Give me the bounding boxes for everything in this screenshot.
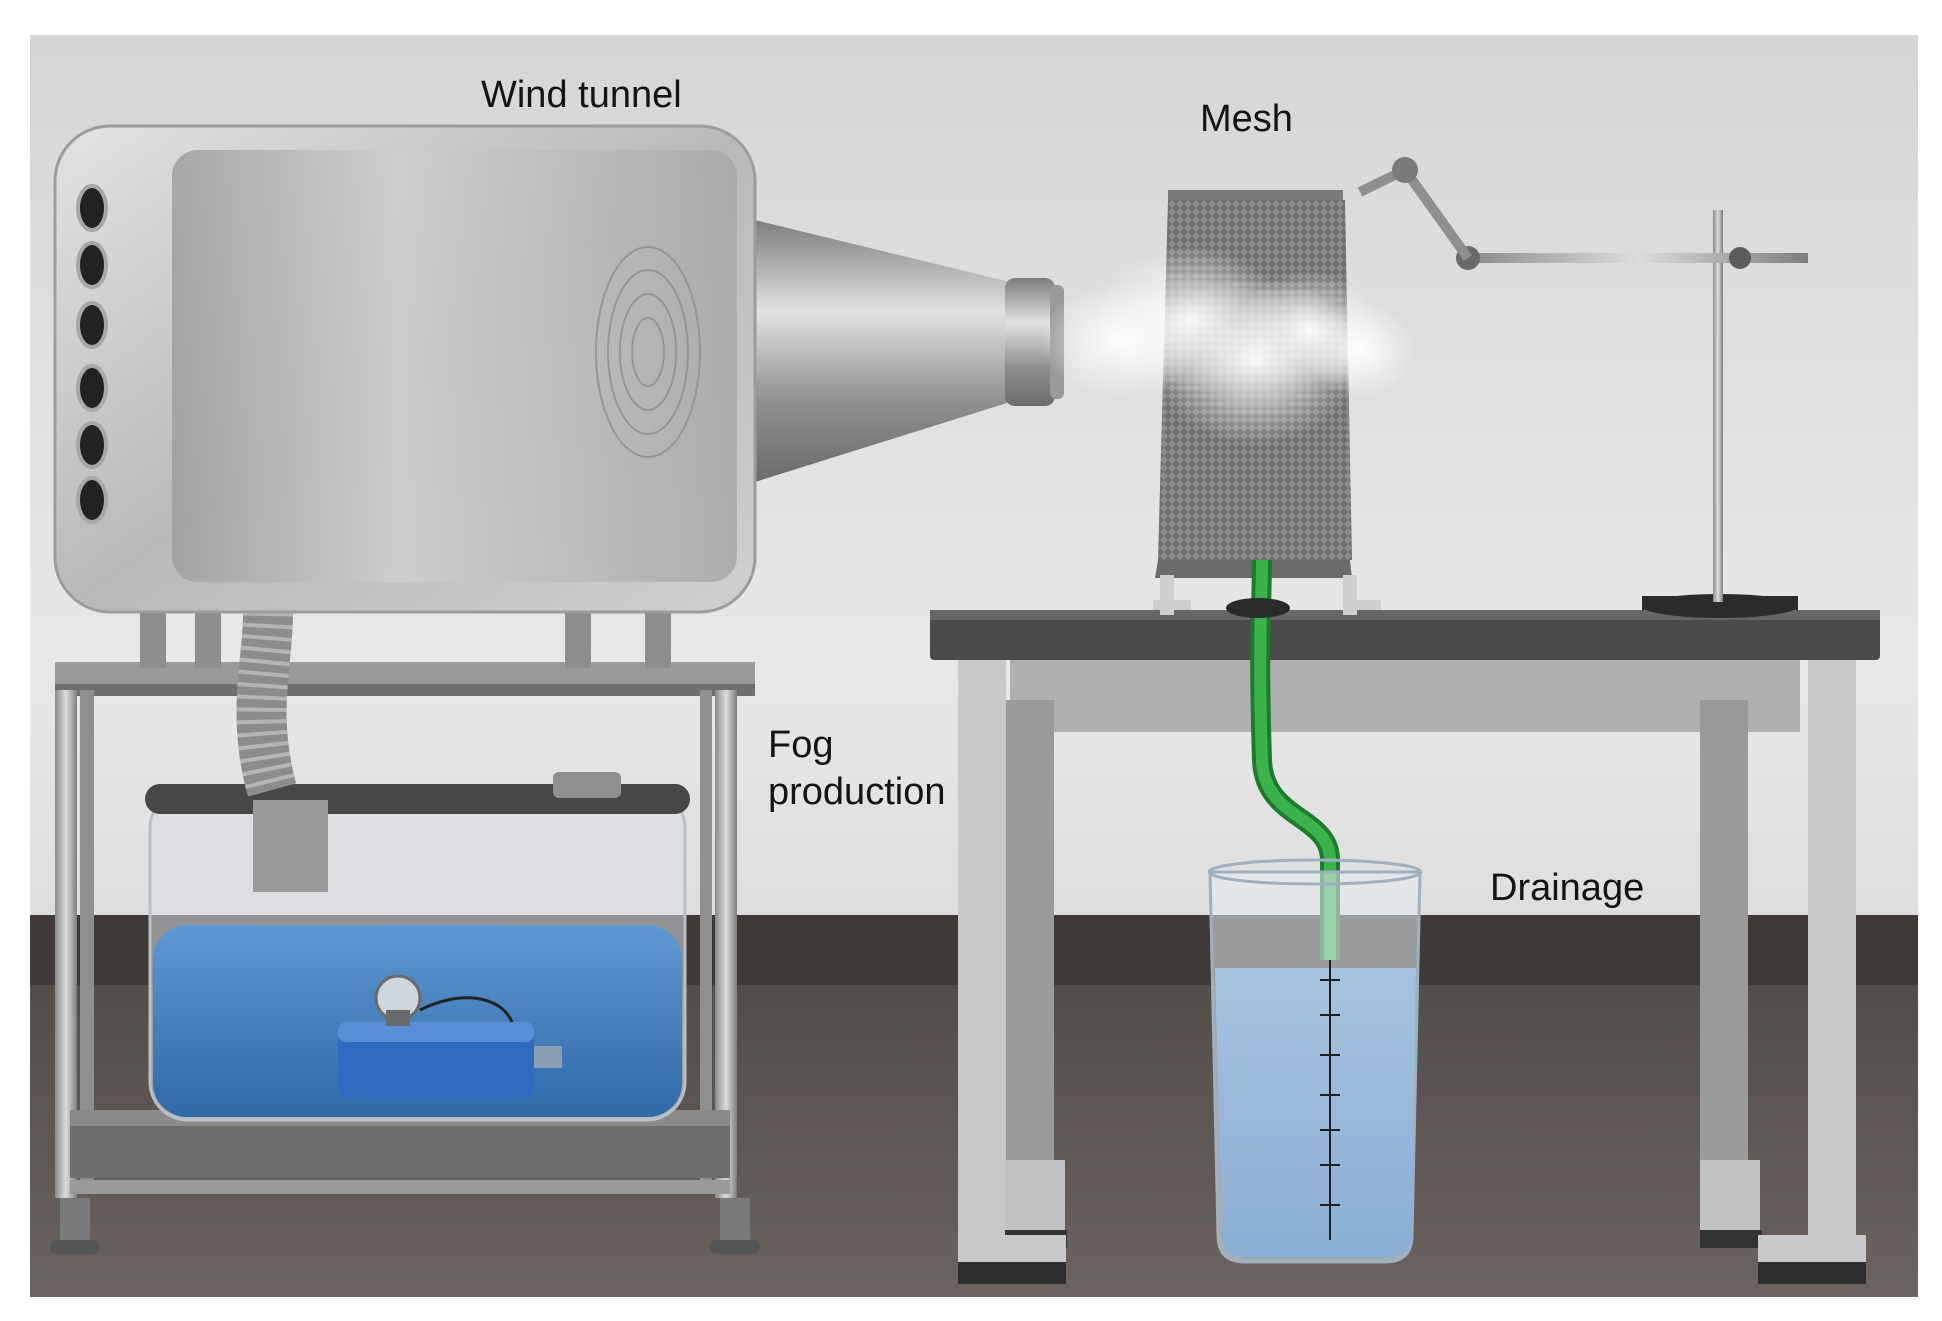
drainage-tube [1226, 559, 1340, 960]
vent-holes [76, 184, 108, 524]
flexible-hose [236, 599, 297, 797]
water-tank [145, 772, 690, 1122]
wind-tunnel [53, 124, 1064, 668]
collection-beaker [1207, 858, 1423, 1264]
fog-production-label-line2: production [768, 771, 946, 813]
fog-production-label-line1: Fog [768, 724, 834, 766]
fog-plume [1040, 245, 1415, 445]
wind-tunnel-label: Wind tunnel [481, 74, 682, 116]
drainage-label: Drainage [1490, 867, 1645, 909]
fan-grille [595, 246, 701, 458]
ring-stand [1357, 157, 1808, 618]
mesh-label: Mesh [1200, 98, 1293, 140]
table-top [930, 610, 1880, 660]
ultrasonic-fog-generator [338, 974, 562, 1098]
fog-production-stand [50, 662, 760, 1254]
wind-tunnel-cone [755, 220, 1010, 482]
lab-table [930, 610, 1880, 1284]
